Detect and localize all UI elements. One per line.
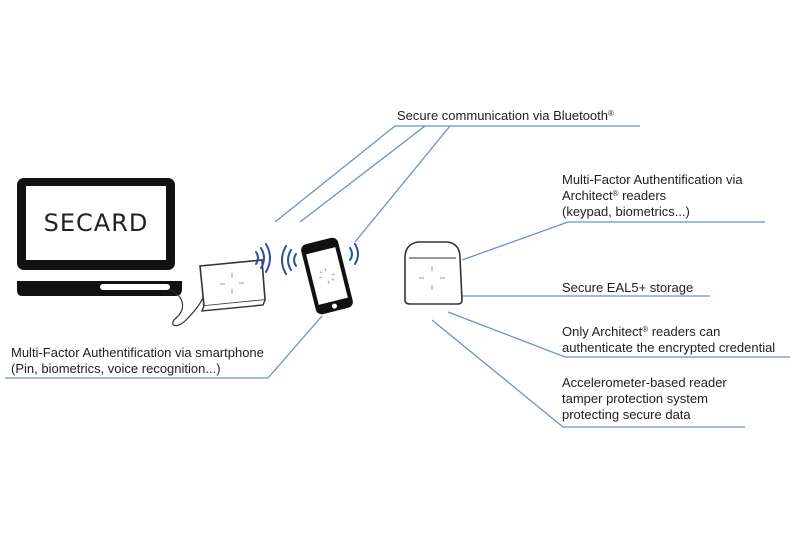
- label-mfa-readers: Multi-Factor Authentification via Archit…: [562, 172, 743, 220]
- label-mfa-phone-line-2: (Pin, biometrics, voice recognition...): [11, 361, 221, 376]
- label-mfa-readers-line-3: (keypad, biometrics...): [562, 204, 690, 219]
- leader-mfa-readers: [461, 221, 765, 261]
- label-only-readers: Only Architect® readers can authenticate…: [562, 324, 775, 356]
- label-accelerometer-line-1: Accelerometer-based reader: [562, 375, 727, 390]
- registered-mark: ®: [642, 325, 649, 334]
- registered-mark: ®: [612, 189, 619, 198]
- leader-bluetooth-1: [274, 125, 396, 223]
- label-mfa-phone-line-1: Multi-Factor Authentification via smartp…: [11, 345, 264, 360]
- label-mfa-phone: Multi-Factor Authentification via smartp…: [11, 345, 264, 377]
- label-bluetooth: Secure communication via Bluetooth®: [397, 108, 614, 124]
- leader-mfa-phone: [5, 315, 323, 379]
- desktop-reader-icon: [199, 259, 266, 312]
- registered-mark: ®: [608, 109, 614, 118]
- smartphone-icon: [301, 237, 353, 315]
- leader-bluetooth-3: [354, 125, 451, 243]
- label-accelerometer-line-2: tamper protection system: [562, 391, 708, 406]
- label-accelerometer: Accelerometer-based reader tamper protec…: [562, 375, 727, 423]
- usb-cable: [169, 289, 207, 327]
- leader-only-readers: [447, 311, 790, 358]
- signal-waves-reader-icon: [255, 243, 271, 273]
- wall-reader-icon: [404, 241, 463, 305]
- leader-bluetooth-2: [299, 125, 426, 223]
- laptop-screen-logo: SECARD: [43, 209, 149, 237]
- label-bluetooth-text: Secure communication via Bluetooth: [397, 108, 609, 123]
- laptop-icon: [17, 178, 182, 296]
- label-storage: Secure EAL5+ storage: [562, 280, 694, 295]
- label-mfa-readers-line-2: Architect® readers: [562, 188, 667, 203]
- leader-accelerometer: [431, 319, 745, 428]
- label-mfa-readers-line-1: Multi-Factor Authentification via: [562, 172, 743, 187]
- label-accelerometer-line-3: protecting secure data: [562, 407, 691, 422]
- signal-waves-phone-left-icon: [281, 245, 297, 275]
- label-only-readers-line-2: authenticate the encrypted credential: [562, 340, 776, 355]
- signal-waves-phone-right-icon: [349, 243, 359, 265]
- label-only-readers-line-1: Only Architect® readers can: [562, 324, 721, 339]
